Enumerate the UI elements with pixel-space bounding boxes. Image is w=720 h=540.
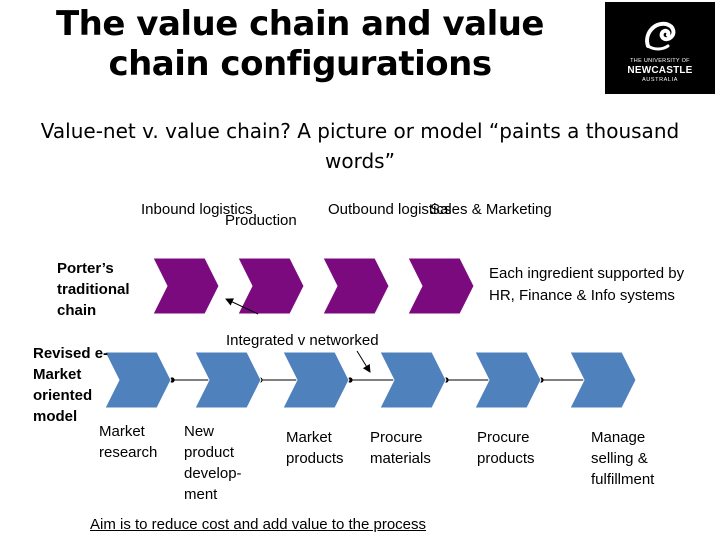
aim-statement: Aim is to reduce cost and add value to t…	[90, 516, 427, 533]
emarket-chevron	[569, 351, 637, 409]
emarket-stage-label: Procure products	[477, 429, 535, 467]
emarket-chevron	[282, 351, 350, 409]
integrated-networked-label: Integrated v networked	[226, 332, 379, 349]
porter-chevron	[407, 257, 475, 315]
emarket-stage-label: Market research	[99, 423, 158, 461]
support-note: Each ingredient supported by HR, Finance…	[489, 265, 685, 304]
emarket-stage-label: New product develop-ment	[184, 423, 242, 503]
logo-text-line2: NEWCASTLE	[627, 65, 693, 76]
arrow-to-porter-chain	[225, 298, 259, 315]
page-subtitle: Value-net v. value chain? A picture or m…	[40, 119, 680, 173]
porter-chevron	[322, 257, 390, 315]
university-logo: THE UNIVERSITY OF NEWCASTLE AUSTRALIA	[605, 2, 715, 94]
emarket-chevron-group	[104, 351, 637, 409]
emarket-stage-label: Market products	[286, 429, 344, 467]
porter-chevron	[152, 257, 220, 315]
emarket-stage-label: Procure materials	[370, 429, 431, 467]
porter-chevron	[237, 257, 305, 315]
emarket-stage-label: Manage selling & fulfillment	[591, 429, 655, 488]
porter-stage-label: Outbound logistics	[328, 201, 452, 218]
emarket-chevron	[474, 351, 542, 409]
porter-row-label: Porter’s traditional chain	[57, 260, 130, 319]
logo-text-line1: THE UNIVERSITY OF	[630, 58, 690, 64]
emarket-chevron	[104, 351, 172, 409]
porter-stage-label: Inbound logistics	[141, 201, 253, 218]
porter-chevron-group	[152, 257, 475, 315]
porter-stage-label: Sales & Marketing	[430, 201, 552, 218]
logo-text-line3: AUSTRALIA	[642, 77, 678, 83]
seahorse-logo-icon	[645, 21, 676, 51]
emarket-row-label: Revised e-Market oriented model	[33, 345, 109, 425]
page-title: The value chain and value chain configur…	[55, 4, 545, 84]
emarket-chevron	[194, 351, 262, 409]
arrow-to-emarket-chain	[356, 350, 371, 373]
porter-stage-label: Production	[225, 212, 297, 229]
emarket-chevron	[379, 351, 447, 409]
